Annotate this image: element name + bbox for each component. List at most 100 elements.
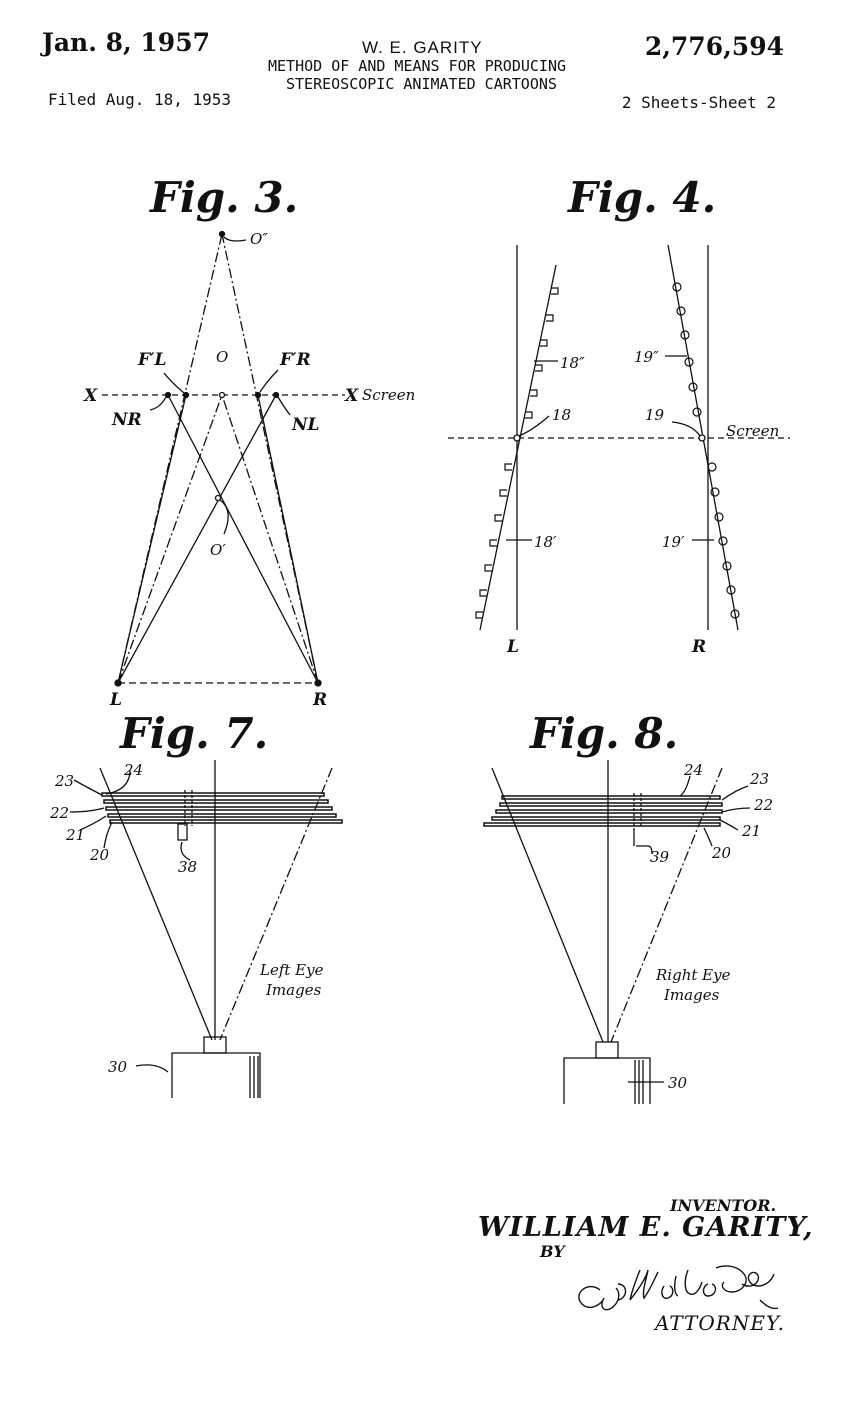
- fig3-point-nl: [272, 391, 280, 399]
- fig4-circle: [718, 536, 728, 546]
- fig7-title: Fig. 7.: [119, 709, 268, 758]
- fig4-circle: [692, 407, 702, 417]
- fig8-label-22: 22: [753, 796, 773, 814]
- fig3-label-nr: NR: [111, 410, 142, 430]
- fig7-caption-2: Images: [265, 981, 322, 999]
- fig4-circle: [684, 357, 694, 367]
- fig4-label-19p: 19′: [662, 533, 685, 551]
- fig4-flag: [546, 314, 554, 322]
- fig7-label-22: 22: [49, 804, 69, 822]
- fig7-cel-24: [101, 792, 325, 797]
- by-label: BY: [539, 1242, 566, 1261]
- patent-title-line-2: STEREOSCOPIC ANIMATED CARTOONS: [286, 75, 557, 93]
- fig7-label-24: 24: [123, 761, 143, 779]
- fig3-ray-l-o: [117, 394, 223, 684]
- fig4-flag: [535, 364, 543, 372]
- fig7-cel-21: [107, 813, 337, 818]
- fig7-leader-30: [135, 1064, 169, 1073]
- fig3-label-nl: NL: [291, 415, 320, 435]
- fig3-leader-fl: [163, 372, 185, 394]
- fig4-point-18: [513, 434, 521, 442]
- fig8-leader-20: [703, 827, 713, 847]
- fig3-point-r: [314, 679, 322, 687]
- fig3-leader-o1: [219, 499, 229, 535]
- fig3-label-o2: O″: [250, 230, 268, 248]
- fig4-circle: [672, 282, 682, 292]
- fig4-circle: [688, 382, 698, 392]
- fig4-flag: [540, 339, 548, 347]
- fig7-cel-22: [105, 806, 333, 811]
- fig7-label-38: 38: [178, 858, 197, 876]
- inventor-label: INVENTOR.: [669, 1196, 776, 1215]
- fig8-label-21: 21: [741, 822, 761, 840]
- fig7-camera-body: [171, 1052, 261, 1098]
- sheet-count: 2 Sheets-Sheet 2: [621, 93, 776, 112]
- fig4-label-screen: Screen: [726, 422, 779, 440]
- fig3-title: Fig. 3.: [149, 173, 298, 222]
- fig4-circle: [680, 330, 690, 340]
- fig4-left-slant: [479, 264, 557, 631]
- fig8-cel-23: [499, 802, 723, 807]
- fig8-label-30: 30: [668, 1074, 688, 1092]
- fig8-label-20: 20: [711, 844, 732, 862]
- fig3-point-l: [114, 679, 122, 687]
- fig7-cone-right: [219, 767, 333, 1041]
- fig4-circle: [722, 561, 732, 571]
- fig7-label-23: 23: [54, 772, 74, 790]
- figure-8: Fig. 8.: [483, 709, 773, 1104]
- fig4-label-18: 18: [552, 406, 571, 424]
- fig4-label-19: 19: [645, 406, 665, 424]
- patent-number: 2,776,594: [644, 32, 784, 61]
- fig8-leader-24: [679, 775, 691, 797]
- fig4-flag: [551, 287, 559, 295]
- fig4-flag: [525, 411, 533, 419]
- fig8-caption-2: Images: [663, 986, 720, 1004]
- fig4-circle: [710, 487, 720, 497]
- fig4-leader-19: [671, 421, 701, 437]
- fig8-cel-22: [495, 809, 723, 814]
- fig3-ray-r-o: [221, 394, 319, 684]
- fig3-ray-l-fl: [117, 394, 187, 684]
- fig7-caption-1: Left Eye: [259, 961, 324, 979]
- fig3-point-fl: [182, 391, 190, 399]
- fig7-label-20: 20: [89, 846, 110, 864]
- fig8-leader-21: [719, 819, 739, 831]
- fig3-label-x-right: X: [344, 386, 359, 406]
- fig4-flag: [475, 611, 483, 619]
- fig4-point-19: [698, 434, 706, 442]
- fig8-cel-24: [501, 795, 721, 800]
- fig8-label-24: 24: [683, 761, 703, 779]
- fig8-cel-21: [491, 816, 721, 821]
- fig4-label-18p: 18′: [534, 533, 557, 551]
- patent-date: Jan. 8, 1957: [42, 28, 210, 57]
- fig7-leader-22: [69, 807, 105, 813]
- fig4-circle: [726, 585, 736, 595]
- fig3-label-o1: O′: [210, 541, 226, 559]
- fig8-camera-body: [563, 1057, 651, 1104]
- fig8-camera-lens: [595, 1041, 619, 1059]
- fig7-cel-23: [103, 799, 329, 804]
- fig3-point-nr: [164, 391, 172, 399]
- fig7-label-30: 30: [108, 1058, 128, 1076]
- fig3-ray-r-fr: [257, 394, 319, 684]
- attorney-signature: [578, 1265, 779, 1311]
- fig3-leader-o2: [223, 236, 247, 242]
- fig8-cone-left: [491, 767, 604, 1043]
- fig7-leader-20: [103, 821, 113, 849]
- fig4-label-r: R: [691, 637, 706, 657]
- fig8-title: Fig. 8.: [529, 709, 678, 758]
- fig4-label-18pp: 18″: [560, 354, 585, 372]
- fig3-leader-nl: [277, 396, 291, 416]
- fig7-leader-24: [105, 769, 131, 795]
- fig3-point-fr: [254, 391, 262, 399]
- fig3-label-o: O: [216, 348, 228, 366]
- fig4-circle: [707, 462, 717, 472]
- signature-block: INVENTOR. WILLIAM E. GARITY, BY ATTORNEY…: [478, 1196, 813, 1335]
- fig8-leader-22: [721, 807, 751, 813]
- fig4-flag: [530, 389, 538, 397]
- fig3-point-o: [218, 391, 226, 399]
- fig3-label-fr: F′R: [279, 350, 311, 370]
- fig7-label-21: 21: [65, 826, 85, 844]
- fig3-label-screen: Screen: [362, 386, 415, 404]
- fig3-label-r: R: [312, 690, 327, 710]
